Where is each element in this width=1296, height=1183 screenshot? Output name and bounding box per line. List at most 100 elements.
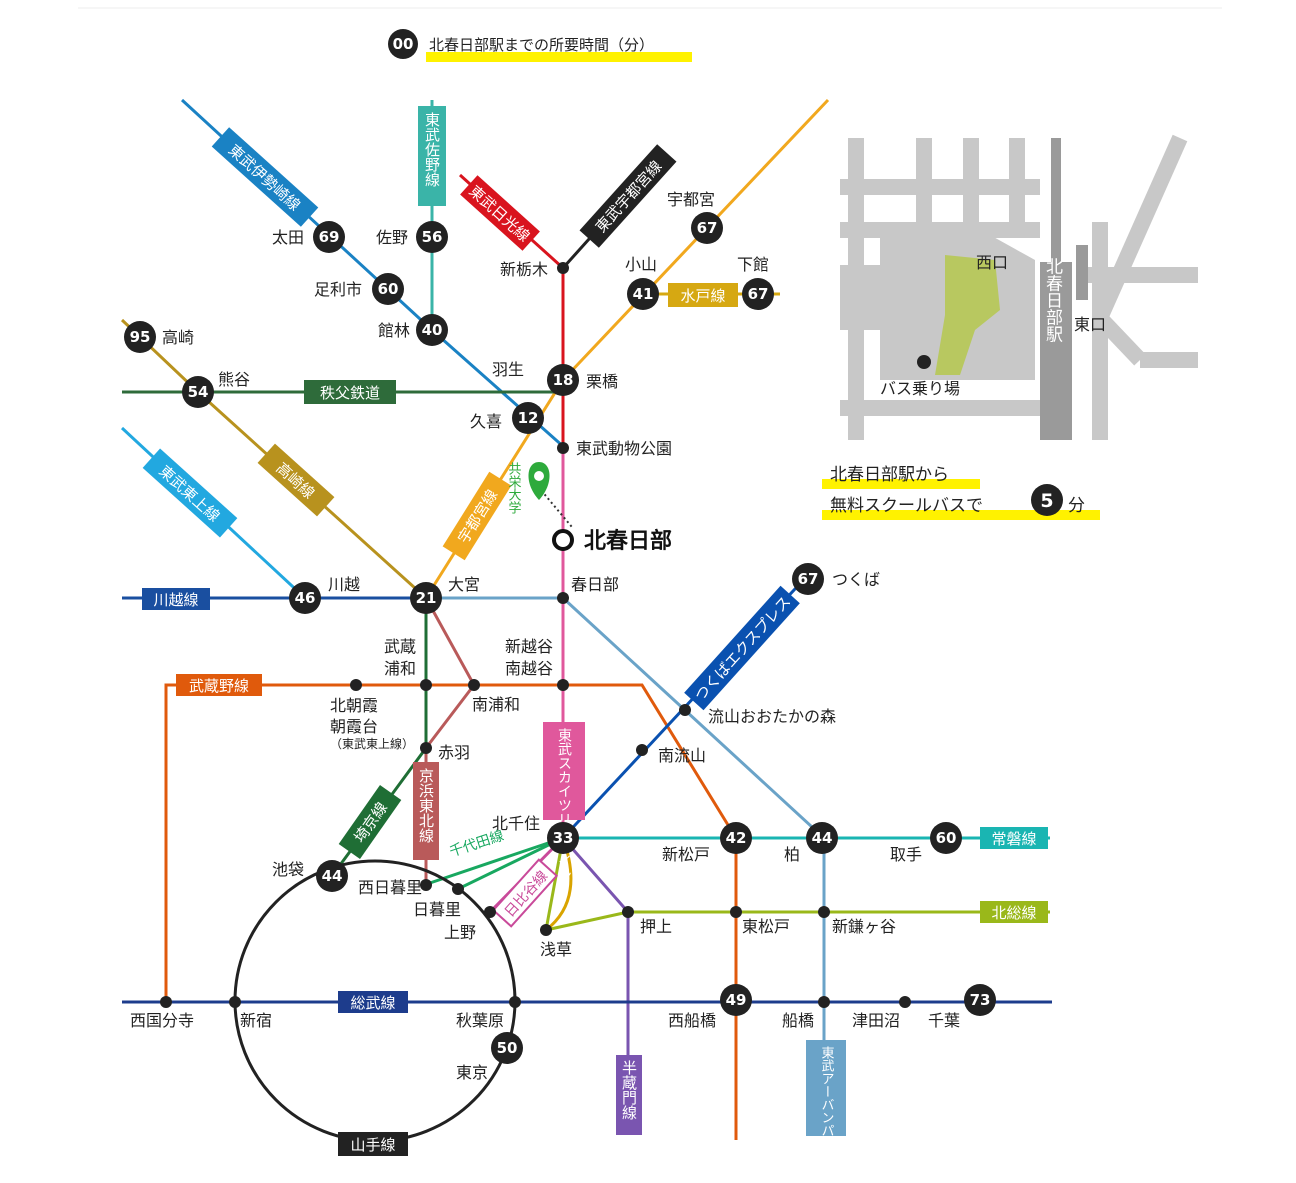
label-oyama: 小山 — [625, 255, 657, 274]
label-tsudanuma: 津田沼 — [852, 1011, 900, 1030]
label-tojo-note: （東武東上線） — [330, 736, 414, 751]
label-nippori: 日暮里 — [413, 900, 461, 919]
badge-kuki: 12 — [512, 402, 544, 434]
tag-yamanote: 山手線 — [350, 1136, 395, 1154]
legend: 00 北春日部駅までの所要時間（分） — [388, 29, 692, 62]
destination-marker — [552, 529, 574, 551]
tag-chichibu: 秩父鉄道 — [320, 384, 380, 402]
label-kawagoe: 川越 — [328, 575, 360, 594]
label-oshiage: 押上 — [640, 917, 672, 936]
label-toride: 取手 — [890, 845, 922, 864]
label-kitaasaka: 北朝霞 — [330, 696, 378, 715]
legend-highlight — [426, 52, 692, 62]
svg-text:67: 67 — [798, 570, 819, 588]
station-square — [935, 255, 1000, 375]
label-shimodate: 下館 — [737, 255, 769, 274]
svg-text:67: 67 — [697, 219, 718, 237]
station-labels: 太田 佐野 足利市 館林 高崎 熊谷 羽生 久喜 栗橋 新栃木 宇都宮 小山 下… — [130, 190, 960, 1082]
bus-minutes: 5 — [1040, 490, 1053, 512]
badge-kurihashi: 18 — [547, 364, 579, 396]
label-akabane: 赤羽 — [438, 743, 470, 762]
tag-mito: 水戸線 — [680, 287, 725, 305]
label-ueno: 上野 — [444, 923, 476, 942]
label-dobutsu: 東武動物公園 — [576, 439, 672, 458]
label-kurihashi: 栗橋 — [586, 372, 618, 391]
tag-sano: 東武佐野線 — [423, 112, 441, 187]
label-minamikoshigaya: 南越谷 — [505, 659, 553, 678]
label-chiba: 千葉 — [928, 1011, 960, 1030]
label-ota: 太田 — [272, 228, 304, 247]
university-name: 共栄大学 — [506, 462, 522, 514]
badge-sano: 56 — [416, 221, 448, 253]
tag-musashino: 武蔵野線 — [189, 677, 249, 695]
label-omiya: 大宮 — [448, 575, 480, 594]
badge-oyama: 41 — [627, 278, 659, 310]
label-tatebayashi: 館林 — [378, 321, 410, 340]
label-tokyo: 東京 — [456, 1063, 488, 1082]
label-shinkamagaya: 新鎌ヶ谷 — [832, 917, 896, 936]
inset-east-exit: 東口 — [1074, 315, 1106, 334]
label-ashikaga: 足利市 — [314, 280, 362, 299]
bus-info: 北春日部駅から 無料スクールバスで 5 分 — [822, 465, 1100, 520]
bus-info-line1: 北春日部駅から — [830, 465, 949, 485]
label-takasaki: 高崎 — [162, 328, 194, 347]
svg-text:21: 21 — [416, 589, 437, 607]
label-minaminagareyama: 南流山 — [658, 746, 706, 765]
label-hanyu: 羽生 — [492, 360, 524, 379]
inset-station-name: 北春日部駅 — [1042, 257, 1063, 342]
badge-tokyo: 50 — [491, 1032, 523, 1064]
svg-text:73: 73 — [970, 991, 991, 1009]
badge-shinmatsudo: 42 — [720, 822, 752, 854]
tag-isesaki: 東武伊勢崎線 — [225, 141, 304, 215]
label-nishikokubunji: 西国分寺 — [130, 1011, 194, 1030]
badge-takasaki: 95 — [124, 321, 156, 353]
label-kumagaya: 熊谷 — [218, 370, 250, 389]
svg-text:60: 60 — [378, 280, 399, 298]
tag-nikko: 東武日光線 — [465, 182, 533, 246]
tag-utsunomiya-tobu: 東武宇都宮線 — [592, 157, 666, 236]
badge-kumagaya: 54 — [182, 376, 214, 408]
svg-text:33: 33 — [553, 829, 574, 847]
bus-minutes-badge — [1031, 484, 1063, 516]
tag-hanzomon: 半蔵門線 — [620, 1060, 638, 1120]
badge-kashiwa: 44 — [806, 822, 838, 854]
svg-text:56: 56 — [422, 228, 443, 246]
tag-kawagoe: 川越線 — [153, 591, 198, 609]
svg-text:40: 40 — [422, 321, 443, 339]
label-nishifunabashi: 西船橋 — [668, 1011, 716, 1030]
bus-stop-dot — [917, 355, 931, 369]
label-musashiurawa-1: 武蔵 — [384, 637, 416, 656]
badge-nishifunabashi: 49 — [720, 984, 752, 1016]
label-asakadai: 朝霞台 — [330, 717, 378, 736]
badge-omiya: 21 — [410, 582, 442, 614]
tag-joban: 常磐線 — [991, 830, 1036, 848]
tag-tsukuba: つくばエクスプレス — [691, 593, 794, 705]
badge-tatebayashi: 40 — [416, 314, 448, 346]
label-kuki: 久喜 — [470, 412, 502, 431]
label-nishinippori: 西日暮里 — [358, 878, 422, 897]
tag-hokuso: 北総線 — [991, 904, 1036, 922]
label-sano: 佐野 — [376, 228, 408, 247]
badge-ikebukuro: 44 — [316, 860, 348, 892]
badge-shimodate: 67 — [742, 278, 774, 310]
label-kashiwa: 柏 — [784, 845, 800, 864]
svg-text:49: 49 — [726, 991, 747, 1009]
destination-name: 北春日部 — [584, 528, 672, 554]
destination: 北春日部 共栄大学 — [506, 462, 672, 554]
svg-text:95: 95 — [130, 328, 151, 346]
label-nagareyama: 流山おおたかの森 — [708, 707, 836, 726]
legend-badge-text: 00 — [393, 35, 414, 53]
svg-text:69: 69 — [319, 228, 340, 246]
tag-skytree: 東武スカイツリーライン — [556, 728, 572, 882]
svg-text:41: 41 — [633, 285, 654, 303]
label-shinmatsudo: 新松戸 — [662, 845, 710, 864]
station-building — [1040, 262, 1072, 440]
svg-text:44: 44 — [322, 867, 343, 885]
badge-toride: 60 — [930, 822, 962, 854]
badge-chiba: 73 — [964, 984, 996, 1016]
label-utsunomiya: 宇都宮 — [667, 190, 715, 209]
label-shintochigi: 新栃木 — [500, 260, 548, 279]
time-badges: 69 56 60 40 95 54 18 12 67 41 67 46 21 6… — [124, 212, 996, 1064]
svg-text:54: 54 — [188, 383, 209, 401]
inset-map: 北春日部駅 西口 東口 バス乗り場 — [840, 134, 1198, 440]
